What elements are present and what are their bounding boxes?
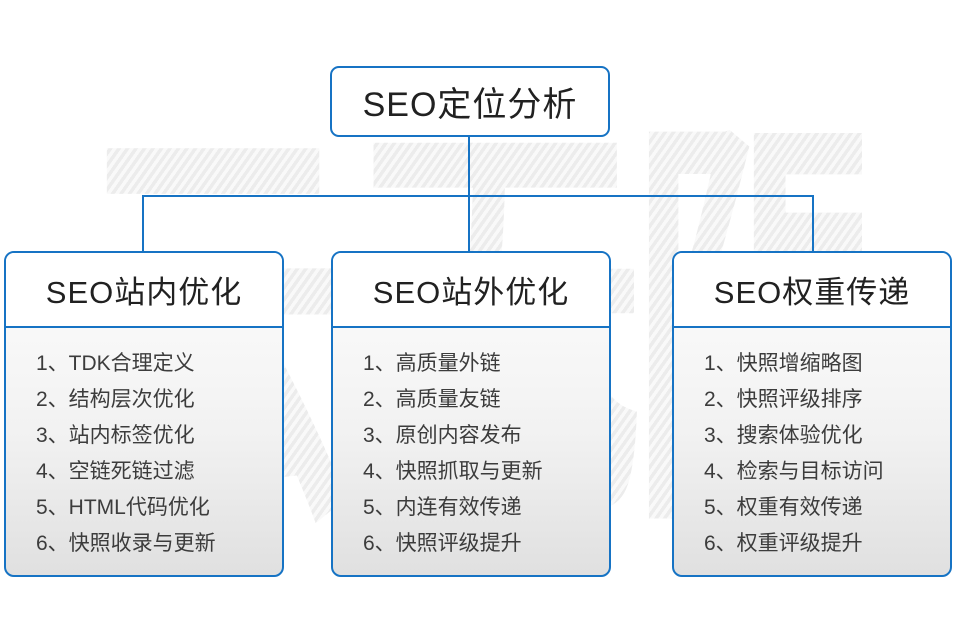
list-item: 1、高质量外链 (363, 352, 501, 375)
list-item: 2、高质量友链 (363, 388, 501, 411)
list-item: 5、权重有效传递 (704, 496, 863, 519)
root-node-label: SEO定位分析 (362, 86, 578, 124)
column-list-weight: 1、快照增缩略图 2、快照评级排序 3、搜索体验优化 4、检索与目标访问 5、权… (674, 328, 950, 562)
list-item: 5、HTML代码优化 (36, 496, 210, 519)
column-header-offsite: SEO站外优化 (333, 253, 609, 328)
column-header-onsite: SEO站内优化 (6, 253, 282, 328)
connector-vertical-left (142, 197, 144, 252)
list-item: 3、搜索体验优化 (704, 424, 863, 447)
column-header-weight: SEO权重传递 (674, 253, 950, 328)
list-item: 2、结构层次优化 (36, 388, 195, 411)
list-item: 6、权重评级提升 (704, 532, 863, 555)
list-item: 1、TDK合理定义 (36, 352, 195, 375)
column-list-offsite: 1、高质量外链 2、高质量友链 3、原创内容发布 4、快照抓取与更新 5、内连有… (333, 328, 609, 562)
list-item: 6、快照评级提升 (363, 532, 522, 555)
list-item: 3、原创内容发布 (363, 424, 522, 447)
column-header-label: SEO站外优化 (372, 275, 570, 310)
list-item: 4、快照抓取与更新 (363, 460, 543, 483)
connector-vertical-center (468, 137, 470, 252)
column-header-label: SEO站内优化 (45, 275, 243, 310)
column-weight-transfer: SEO权重传递 1、快照增缩略图 2、快照评级排序 3、搜索体验优化 4、检索与… (672, 251, 952, 577)
list-item: 1、快照增缩略图 (704, 352, 863, 375)
root-node-seo-positioning: SEO定位分析 (330, 66, 610, 137)
column-offsite-optimization: SEO站外优化 1、高质量外链 2、高质量友链 3、原创内容发布 4、快照抓取与… (331, 251, 611, 577)
connector-horizontal (142, 195, 814, 197)
list-item: 4、空链死链过滤 (36, 460, 195, 483)
list-item: 3、站内标签优化 (36, 424, 195, 447)
list-item: 6、快照收录与更新 (36, 532, 216, 555)
column-header-label: SEO权重传递 (713, 275, 911, 310)
connector-vertical-right (812, 197, 814, 252)
column-onsite-optimization: SEO站内优化 1、TDK合理定义 2、结构层次优化 3、站内标签优化 4、空链… (4, 251, 284, 577)
list-item: 2、快照评级排序 (704, 388, 863, 411)
list-item: 4、检索与目标访问 (704, 460, 884, 483)
column-list-onsite: 1、TDK合理定义 2、结构层次优化 3、站内标签优化 4、空链死链过滤 5、H… (6, 328, 282, 562)
list-item: 5、内连有效传递 (363, 496, 522, 519)
